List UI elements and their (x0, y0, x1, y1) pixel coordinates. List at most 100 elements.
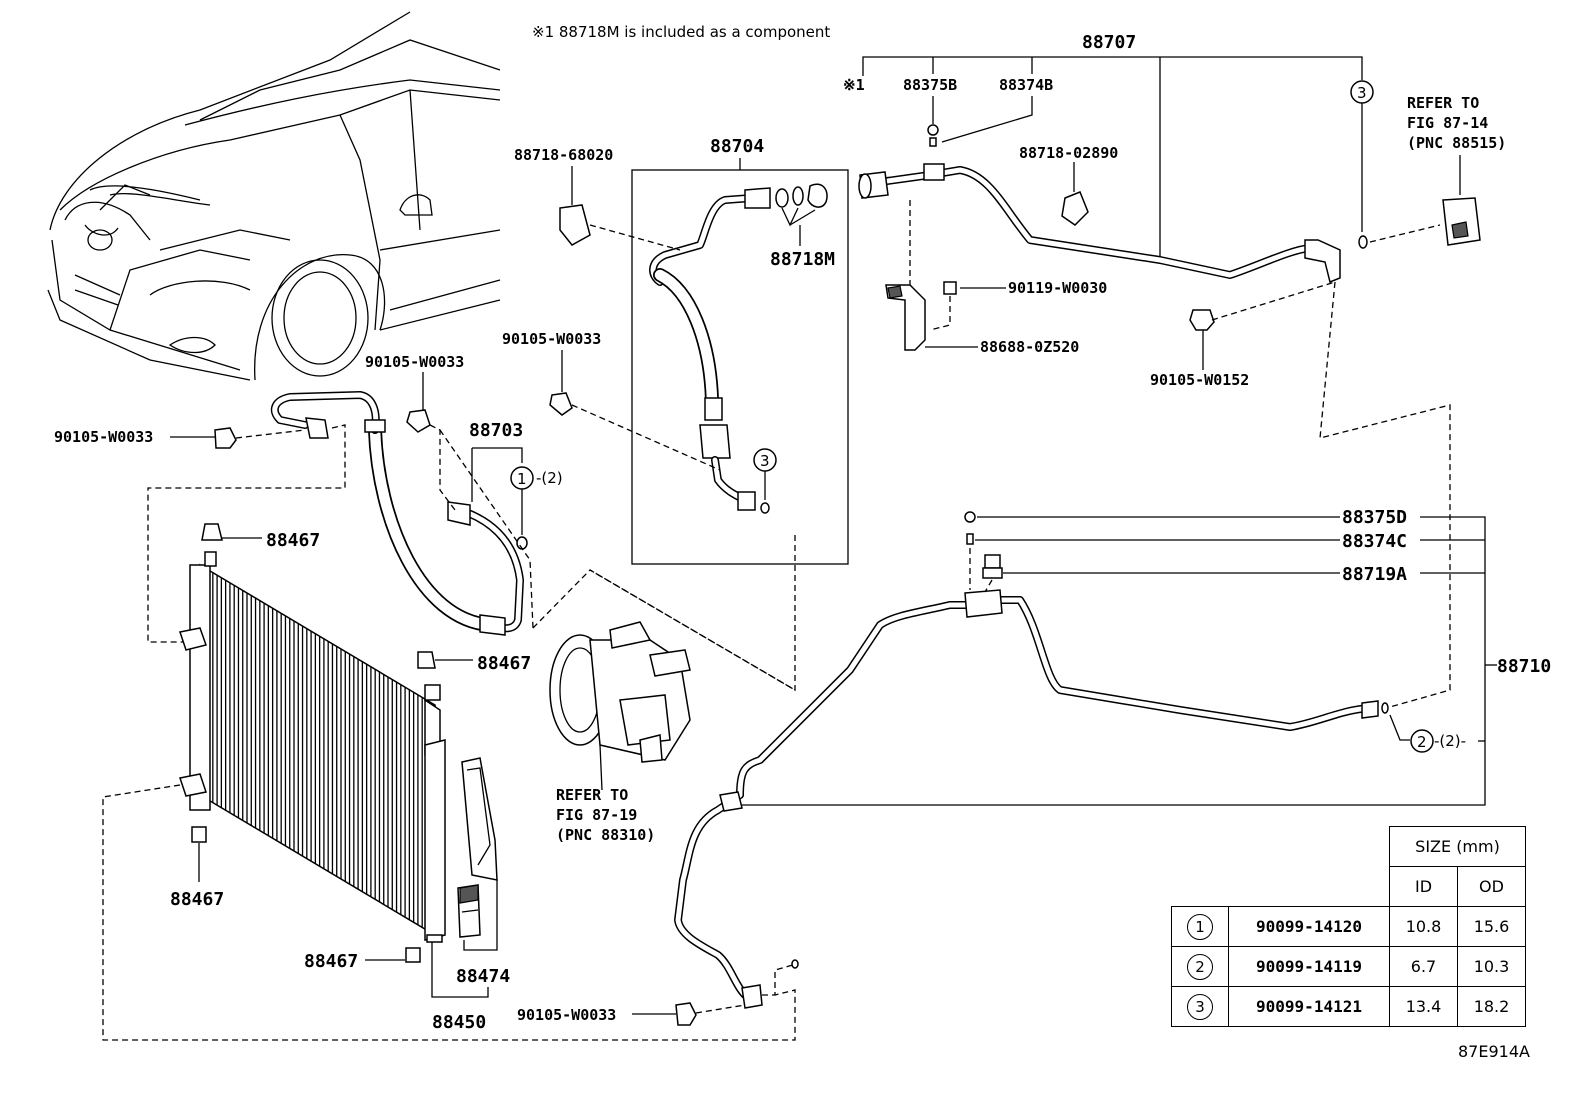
clamp-88718-68020-icon (559, 204, 591, 246)
callout-88374C[interactable]: 88374C (1342, 531, 1407, 552)
condenser-core-icon (199, 563, 436, 937)
callout-88467-drain[interactable]: 88467 (304, 951, 358, 972)
refer-87-14-line2[interactable]: FIG 87-14 (1407, 114, 1488, 132)
row-id: 10.8 (1389, 906, 1458, 947)
car-illustration (47, 11, 501, 381)
cap-88375D-icon (964, 511, 976, 523)
callout-90105-W0033-bottom[interactable]: 90105-W0033 (517, 1006, 616, 1024)
oring-mark-2-icon (1410, 729, 1434, 753)
table-row: 3 90099-14121 13.4 18.2 (1171, 986, 1526, 1027)
cap-88467-bottom-icon (191, 826, 207, 843)
callout-88374B[interactable]: 88374B (999, 76, 1053, 94)
mark-1: 1 (517, 470, 527, 488)
callout-88719A[interactable]: 88719A (1342, 564, 1407, 585)
switch-88719A-icon (984, 554, 1001, 569)
refer-87-19-line3[interactable]: (PNC 88310) (556, 826, 655, 844)
muffler-icon (699, 424, 731, 459)
bolt-90105-W0152-icon (1189, 309, 1215, 331)
refer-87-14-line1[interactable]: REFER TO (1407, 94, 1479, 112)
compressor: REFER TO FIG 87-19 (PNC 88310) (532, 569, 796, 844)
bolt-90105-W0033-mid-icon (549, 392, 573, 416)
callout-88467-mid[interactable]: 88467 (477, 653, 531, 674)
table-row: 1 90099-14120 10.8 15.6 (1171, 906, 1526, 947)
group-88710: 88375D 88374C 88719A 88710 2 -(2)- 90105… (517, 507, 1551, 1026)
bolt-90105-W0033-upper-icon (406, 409, 431, 433)
row-part-number[interactable]: 90099-14120 (1228, 906, 1390, 947)
bolt-90105-W0033-left-icon (214, 427, 237, 449)
callout-90105-W0152[interactable]: 90105-W0152 (1150, 371, 1249, 389)
mark-2-qty: -(2)- (1434, 732, 1466, 750)
receiver-tank-icon (424, 739, 446, 941)
row-mark: 2 (1187, 953, 1213, 980)
mark-3-mid: 3 (760, 452, 770, 470)
oring-88718M-b-icon (792, 186, 804, 206)
expansion-valve-icon (1442, 197, 1481, 246)
bolt-90105-W0033-bottom-icon (675, 1002, 697, 1026)
valve-88374C-icon (966, 533, 974, 545)
callout-88710[interactable]: 88710 (1497, 656, 1551, 677)
row-od: 10.3 (1457, 946, 1526, 987)
col-od: OD (1457, 866, 1526, 907)
size-table: SIZE (mm) ID OD 1 90099-14120 10.8 15.6 … (1171, 826, 1526, 1027)
callout-88467-bottom[interactable]: 88467 (170, 889, 224, 910)
mark-3-top: 3 (1357, 84, 1367, 102)
callout-88718-02890[interactable]: 88718-02890 (1019, 144, 1118, 162)
pipe-flange-icon (1304, 239, 1341, 284)
pressure-switch-block-icon (964, 589, 1003, 618)
callout-88688-0Z520[interactable]: 88688-0Z520 (980, 338, 1079, 356)
callout-88467-top[interactable]: 88467 (266, 530, 320, 551)
callout-88704[interactable]: 88704 (710, 136, 764, 157)
clamp-88718-02890-icon (1061, 191, 1089, 226)
callout-88375B[interactable]: 88375B (903, 76, 957, 94)
cap-88375B-icon (927, 124, 939, 136)
callout-88703[interactable]: 88703 (469, 420, 523, 441)
group-88707: 88707 ※1 88375B 88374B 88718-02890 90119… (843, 32, 1506, 708)
compressor-port-icon (649, 649, 691, 677)
row-mark: 1 (1187, 913, 1213, 940)
cap-88467-top-icon (201, 523, 223, 541)
row-id: 13.4 (1389, 986, 1458, 1027)
note-mark-1: ※1 (843, 76, 865, 94)
row-od: 15.6 (1457, 906, 1526, 947)
component-note: ※1 88718M is included as a component (532, 23, 830, 41)
oring-3-icon (1358, 235, 1368, 249)
figure-code: 87E914A (1458, 1042, 1530, 1061)
oring-88718M-a-icon (775, 188, 789, 208)
clamp-88718M-icon (807, 183, 828, 208)
group-88704: 88704 88718M 3 88718-68020 90105-W0033 (502, 136, 849, 692)
callout-90119-W0030[interactable]: 90119-W0030 (1008, 279, 1107, 297)
callout-90105-W0033-upper[interactable]: 90105-W0033 (365, 353, 464, 371)
cap-88467-mid-icon (417, 651, 436, 669)
bolt-90119-icon (943, 281, 957, 295)
mark-2: 2 (1417, 733, 1427, 751)
refer-87-14-line3[interactable]: (PNC 88515) (1407, 134, 1506, 152)
valve-88374B-icon (929, 137, 937, 147)
cap-88467-drain-icon (405, 947, 421, 963)
row-id: 6.7 (1389, 946, 1458, 987)
callout-88450[interactable]: 88450 (432, 1012, 486, 1033)
condenser-side-tank-icon (189, 564, 211, 811)
mark-1-qty: -(2) (536, 469, 563, 487)
callout-88474[interactable]: 88474 (456, 966, 510, 987)
callout-90105-W0033-mid[interactable]: 90105-W0033 (502, 330, 601, 348)
box-88704 (631, 169, 849, 565)
refer-87-19-line1[interactable]: REFER TO (556, 786, 628, 804)
pipe-clamp-icon (719, 791, 743, 812)
bracket-88688-0Z520-icon (885, 284, 926, 351)
condenser: 88467 88467 88467 88467 88474 88450 (102, 523, 796, 1041)
row-part-number[interactable]: 90099-14121 (1228, 986, 1390, 1027)
callout-88375D[interactable]: 88375D (1342, 507, 1407, 528)
desiccant-filter-icon (461, 757, 498, 881)
refer-87-19-line2[interactable]: FIG 87-19 (556, 806, 637, 824)
col-id: ID (1389, 866, 1458, 907)
size-header: SIZE (mm) (1389, 826, 1526, 867)
table-row: 2 90099-14119 6.7 10.3 (1171, 946, 1526, 987)
row-od: 18.2 (1457, 986, 1526, 1027)
row-part-number[interactable]: 90099-14119 (1228, 946, 1390, 987)
callout-88718-68020[interactable]: 88718-68020 (514, 146, 613, 164)
row-mark: 3 (1187, 993, 1213, 1020)
callout-88718M[interactable]: 88718M (770, 249, 835, 270)
callout-90105-W0033-left[interactable]: 90105-W0033 (54, 428, 153, 446)
callout-88707[interactable]: 88707 (1082, 32, 1136, 53)
